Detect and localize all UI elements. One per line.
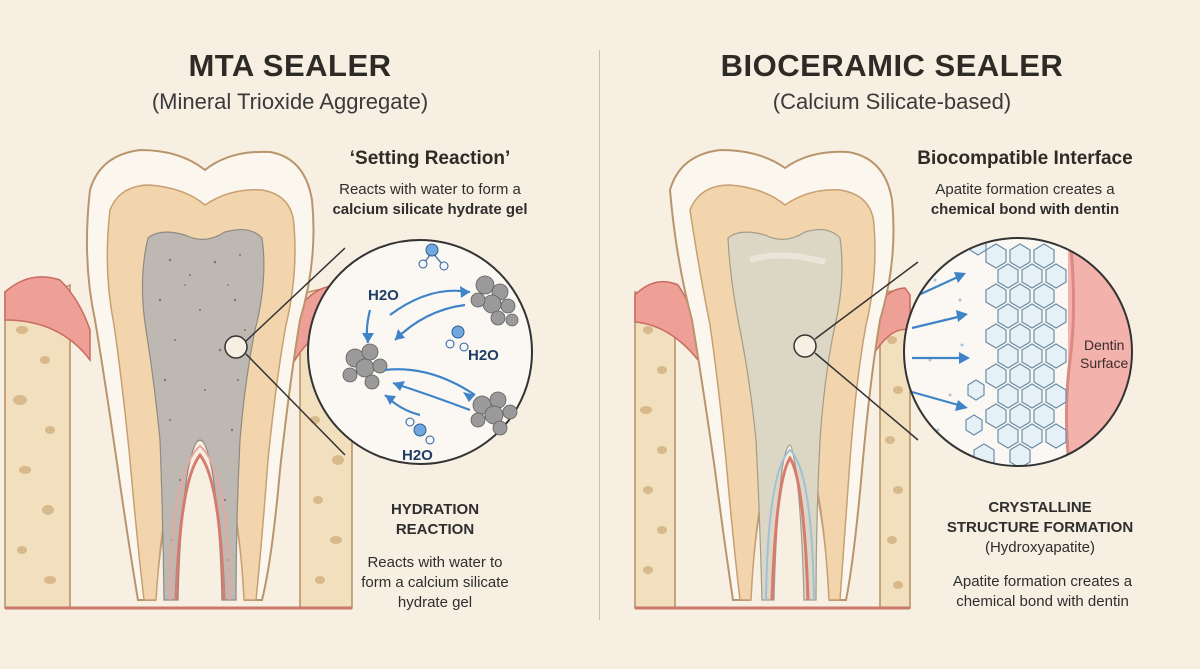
panel-divider bbox=[599, 50, 600, 620]
water-molecule-1 bbox=[418, 243, 449, 271]
bone-left bbox=[634, 288, 676, 609]
zoom-point bbox=[224, 335, 248, 359]
particle-cluster-2 bbox=[342, 343, 388, 390]
mta-subtitle: (Mineral Trioxide Aggregate) bbox=[151, 89, 429, 114]
mta-title: MTA SEALER bbox=[188, 48, 392, 83]
crystalline-heading: CRYSTALLINE STRUCTURE FORMATION (Hydroxy… bbox=[930, 498, 1150, 558]
hydration-heading-line1: HYDRATION bbox=[390, 501, 480, 518]
hydration-text-line1: Reacts with water to bbox=[367, 554, 503, 571]
particle-cluster-3 bbox=[470, 391, 518, 436]
bioceramic-panel: BIOCERAMIC SEALER (Calcium Silicate-base… bbox=[600, 0, 1200, 669]
hydration-text-line3: hydrate gel bbox=[397, 594, 473, 611]
gum-left bbox=[4, 276, 91, 363]
hydration-text-line2: form a calcium silicate bbox=[361, 574, 509, 591]
bioceramic-filled-canal bbox=[727, 228, 843, 601]
dentin-label-line2: Surface bbox=[1080, 355, 1128, 371]
bioceramic-tooth-illustration: Dentin Surface bbox=[634, 148, 1133, 610]
bone-pores bbox=[13, 326, 344, 584]
hydroxyapatite-crystals bbox=[965, 238, 1067, 466]
crystalline-heading-line2: STRUCTURE FORMATION bbox=[946, 519, 1134, 536]
crystalline-heading-line1: CRYSTALLINE bbox=[988, 499, 1092, 516]
mta-speckles bbox=[158, 254, 246, 562]
bioceramic-callout-line2: chemical bond with dentin bbox=[930, 201, 1120, 218]
dentin-label-line1: Dentin bbox=[1084, 337, 1124, 353]
h2o-label-2: H2O bbox=[468, 347, 499, 364]
crystalline-heading-line3: (Hydroxyapatite) bbox=[984, 539, 1096, 556]
crystalline-text: Apatite formation creates a chemical bon… bbox=[930, 572, 1155, 612]
mta-callout-line1: Reacts with water to form a bbox=[339, 181, 521, 198]
bioceramic-subtitle: (Calcium Silicate-based) bbox=[772, 89, 1012, 114]
hydration-reaction-text: Reacts with water to form a calcium sili… bbox=[345, 553, 525, 613]
particle-cluster-1 bbox=[470, 275, 519, 327]
mta-callout-line2: calcium silicate hydrate gel bbox=[332, 201, 528, 218]
arrow-heads bbox=[362, 286, 475, 405]
water-molecule-3 bbox=[405, 417, 435, 445]
hydration-heading-line2: REACTION bbox=[395, 521, 475, 538]
h2o-label-1: H2O bbox=[368, 287, 399, 304]
mta-callout-text: Reacts with water to form a calcium sili… bbox=[320, 180, 540, 220]
mta-callout-heading: ‘Setting Reaction’ bbox=[349, 148, 511, 169]
bioceramic-title: BIOCERAMIC SEALER bbox=[720, 48, 1064, 83]
crystalline-text-line2: chemical bond with dentin bbox=[956, 593, 1129, 610]
bone-pores bbox=[640, 326, 903, 589]
mta-panel: MTA SEALER (Mineral Trioxide Aggregate) bbox=[4, 48, 540, 613]
hydration-reaction-heading: HYDRATION REACTION bbox=[350, 500, 520, 540]
bioceramic-callout-line1: Apatite formation creates a bbox=[935, 181, 1115, 198]
bioceramic-callout-text: Apatite formation creates a chemical bon… bbox=[905, 180, 1145, 220]
crystalline-text-line1: Apatite formation creates a bbox=[952, 573, 1133, 590]
bioceramic-callout-heading: Biocompatible Interface bbox=[917, 148, 1133, 169]
h2o-label-3: H2O bbox=[402, 447, 433, 464]
mta-tooth-illustration: H2O H2O H2O bbox=[4, 148, 533, 610]
zoom-point bbox=[793, 334, 817, 358]
water-molecule-2 bbox=[445, 325, 469, 352]
